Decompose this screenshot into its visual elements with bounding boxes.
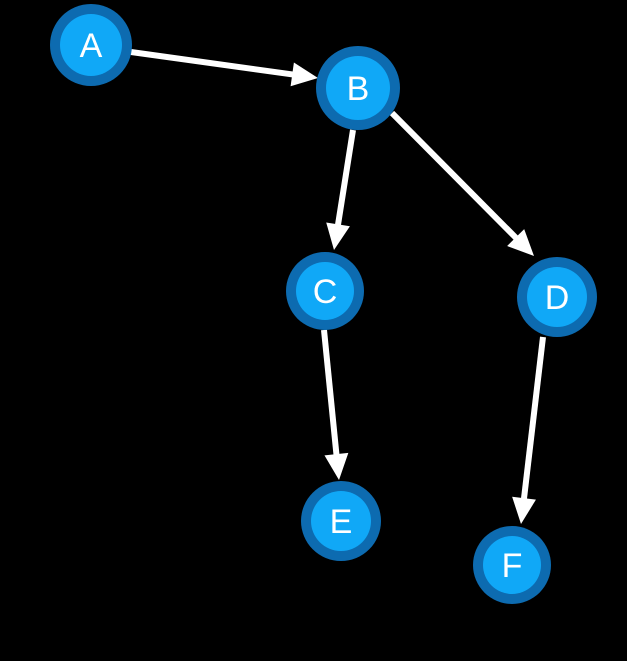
node-label: B [347, 70, 370, 108]
node-label: D [545, 279, 570, 317]
node-core [311, 491, 371, 551]
node-label: F [502, 547, 523, 585]
arrowhead-icon [324, 452, 349, 480]
graph-node-b[interactable]: B [316, 46, 400, 130]
arrowhead-icon [290, 62, 318, 87]
arrowhead-icon [326, 222, 350, 250]
node-core [483, 536, 541, 594]
node-label: C [313, 273, 338, 311]
graph-node-d[interactable]: D [517, 257, 597, 337]
edge-shaft [389, 110, 520, 242]
node-core [326, 56, 390, 120]
graph-node-f[interactable]: F [473, 526, 551, 604]
edge-c-e [321, 329, 349, 480]
edges-layer [130, 49, 546, 524]
edge-d-f [512, 336, 546, 524]
node-core [296, 262, 354, 320]
node-label: A [80, 27, 103, 65]
nodes-layer: A B C D E F [50, 4, 597, 604]
graph-node-e[interactable]: E [301, 481, 381, 561]
graph-node-c[interactable]: C [286, 252, 364, 330]
edge-shaft [321, 329, 340, 458]
node-label: E [330, 503, 353, 541]
arrowhead-icon [512, 496, 536, 524]
edge-b-c [326, 129, 356, 250]
arrowhead-icon [507, 229, 534, 256]
edge-b-d [389, 110, 534, 256]
edge-shaft [520, 336, 546, 502]
edge-shaft [130, 49, 296, 78]
node-core [527, 267, 587, 327]
graph-node-a[interactable]: A [50, 4, 132, 86]
node-core [60, 14, 122, 76]
edge-a-b [130, 49, 318, 87]
edge-shaft [334, 129, 356, 228]
